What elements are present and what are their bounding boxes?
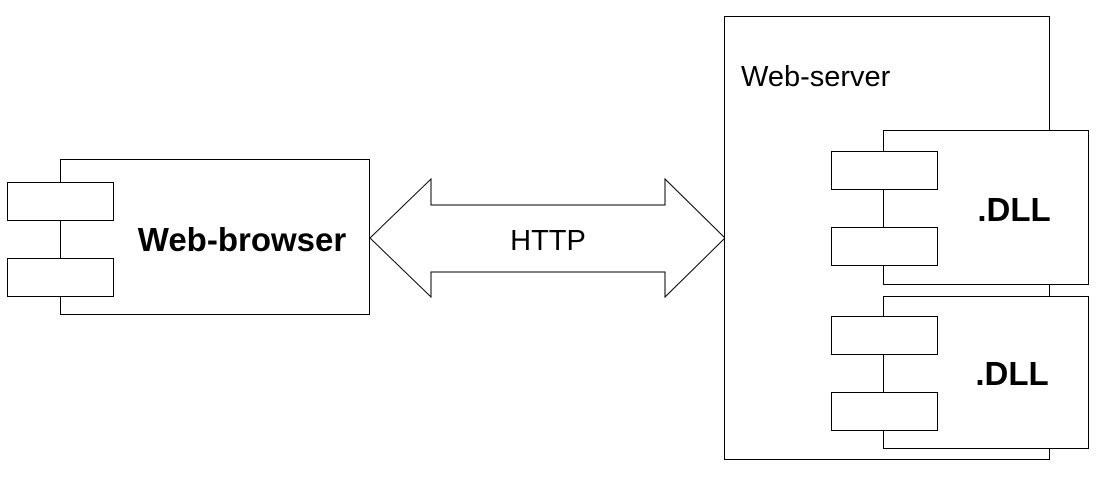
dll-1-label: .DLL <box>977 191 1050 228</box>
dll-2-label: .DLL <box>975 355 1048 392</box>
dll-2-port-top <box>831 316 938 355</box>
web-browser-port-bottom <box>7 258 114 297</box>
web-server-node: Web-server .DLL .DLL <box>724 16 1089 460</box>
dll-1-port-top <box>831 151 938 190</box>
http-label: HTTP <box>510 225 586 257</box>
http-connector: HTTP <box>369 177 726 299</box>
web-browser-component: Web-browser <box>7 159 370 315</box>
web-browser-label: Web-browser <box>138 221 347 258</box>
dll-component-1: .DLL <box>831 130 1089 285</box>
web-server-label: Web-server <box>741 61 891 93</box>
dll-component-2: .DLL <box>831 296 1089 449</box>
web-browser-port-top <box>7 182 114 221</box>
dll-1-port-bottom <box>831 227 938 266</box>
dll-2-port-bottom <box>831 392 938 431</box>
